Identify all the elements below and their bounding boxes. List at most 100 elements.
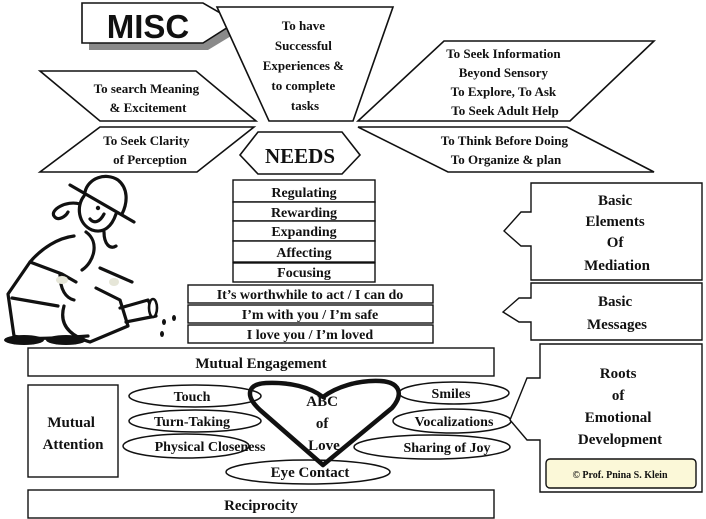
mutual-attention-line: Attention [43,437,104,453]
need-think-text: To Think Before Doing To Organize & plan [441,133,572,167]
component-touch: Touch [174,390,211,405]
need-think-line: To Think Before Doing [441,133,569,148]
need-meaning-line: & Excitement [110,100,188,115]
hair-right [102,230,118,249]
mediation-callout-line: Mediation [584,258,650,274]
need-clarity-line: of Perception [113,152,188,167]
oval-touch [128,384,262,408]
need-successful-line: tasks [291,98,319,113]
mediation-element-box [232,240,376,263]
shoe-left [4,335,44,345]
oval-sharing-of-joy [353,434,511,460]
reciprocity-box [27,489,495,519]
misc-title-banner: MISC [81,2,241,50]
messages-callout-line: Basic [598,294,633,310]
head [77,194,118,233]
component-smiles: Smiles [432,387,471,402]
mediation-element-focusing: Focusing [277,266,331,281]
basic-message-box [187,324,434,344]
basic-messages-stack: It’s worthwhile to act / I can do I’m wi… [187,284,434,344]
need-successful-line: Successful [275,38,332,53]
hat-brim [68,183,136,224]
component-turn-taking: Turn-Taking [154,415,230,430]
need-successful: To have Successful Experiences & to comp… [215,6,395,122]
heart-text: ABC of Love [306,394,341,454]
mutual-attention: Mutual Attention [27,384,119,478]
mediation-element-rewarding: Rewarding [271,206,337,221]
eye [95,205,101,211]
need-information-text: To Seek Information Beyond Sensory To Ex… [446,46,564,118]
need-think-shape [357,126,655,173]
need-successful-line: To have [282,18,325,33]
mediation-element-regulating: Regulating [271,186,336,201]
component-eye-contact: Eye Contact [271,465,350,481]
spout-rose [147,297,159,319]
heart-line: ABC [306,394,338,410]
component-vocalizations: Vocalizations [415,415,494,430]
roots-callout-shape [509,343,703,493]
hand [109,278,119,286]
mediation-element-expanding: Expanding [271,225,336,240]
need-meaning-line: To search Meaning [94,81,200,96]
heart-line: Love [308,438,340,454]
need-information-line: To Seek Information [446,46,561,61]
need-successful-text: To have Successful Experiences & to comp… [263,18,347,113]
mediation-callout-line: Elements [586,214,645,230]
component-sharing-of-joy: Sharing of Joy [403,441,490,456]
need-clarity: To Seek Clarity of Perception [37,126,257,173]
hat-crown [83,174,128,216]
roots-callout-text: Roots of Emotional Development [578,366,662,448]
watering-can-body [61,286,130,344]
love-components-left: Touch Turn-Taking Physical Closeness [122,384,266,459]
messages-callout-text: Basic Messages [587,294,647,333]
oval-physical-closeness [122,433,250,459]
messages-callout-shape [501,282,703,341]
need-successful-line: Experiences & [263,58,344,73]
roots-callout-line: Development [578,432,662,448]
mediation-callout-text: Basic Elements Of Mediation [584,193,650,274]
hand [56,276,68,284]
side-label-roots: Roots of Emotional Development © Prof. P… [509,343,703,493]
need-information-line: Beyond Sensory [459,65,549,80]
need-successful-shape [215,6,395,122]
hair-left [51,201,82,221]
mediation-element-box [232,262,376,283]
reciprocity-label: Reciprocity [224,498,298,514]
mutual-engagement-box [27,347,495,377]
mediation-callout-line: Of [607,235,625,251]
copyright-text: © Prof. Pnina S. Klein [572,470,668,481]
mediation-element-affecting: Affecting [276,246,331,261]
need-clarity-line: To Seek Clarity [103,133,190,148]
oval-turn-taking [128,409,262,433]
need-think: To Think Before Doing To Organize & plan [357,126,655,173]
basic-message-box [187,284,434,304]
mutual-attention-line: Mutual [47,415,95,431]
need-information-line: To Explore, To Ask [451,84,557,99]
need-clarity-text: To Seek Clarity of Perception [103,133,192,167]
mediation-callout-shape [503,182,703,281]
mutual-attention-label: Mutual Attention [43,415,104,453]
need-meaning-text: To search Meaning & Excitement [94,81,203,115]
copyright-box [545,458,697,489]
waist [10,296,60,308]
side-label-mediation: Basic Elements Of Mediation [503,182,703,281]
need-clarity-shape [37,126,257,173]
basic-message-safe: I’m with you / I’m safe [242,308,379,323]
need-successful-line: to complete [271,78,335,93]
side-label-messages: Basic Messages [501,282,703,341]
mediation-elements-stack: Regulating Rewarding Expanding Affecting… [232,179,376,283]
basic-message-can-do: It’s worthwhile to act / I can do [217,288,404,303]
title-text: MISC [107,8,190,45]
mutual-attention-box [27,384,119,478]
reciprocity: Reciprocity [27,489,495,519]
smile [88,212,106,224]
shoulder [80,230,96,272]
love-component-bottom: Eye Contact [225,459,391,485]
heart-abc-of-love: ABC of Love [247,378,401,468]
arm-back [28,260,78,284]
heart-icon [247,378,401,468]
need-information: To Seek Information Beyond Sensory To Ex… [355,40,656,122]
mutual-engagement-label: Mutual Engagement [195,356,326,372]
needs-hexagon [238,131,362,175]
basic-message-box [187,304,434,324]
